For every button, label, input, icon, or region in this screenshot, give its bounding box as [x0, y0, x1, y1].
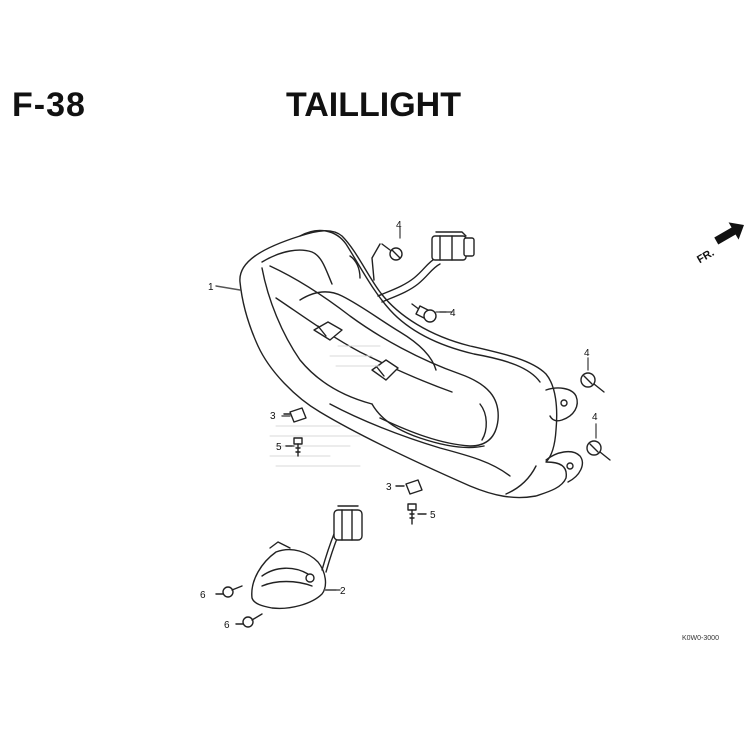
front-direction-arrow-icon	[714, 222, 744, 245]
license-light	[251, 505, 363, 610]
callout-5-left: 5	[276, 442, 282, 453]
bolt-5-lower	[407, 503, 427, 525]
callout-4-mid: 4	[450, 308, 456, 319]
bolt-5-left	[285, 437, 303, 457]
page-code: F-38	[12, 86, 86, 124]
callout-3-left: 3	[270, 411, 276, 422]
callout-4-right-lower: 4	[592, 412, 598, 423]
callout-4-top: 4	[396, 220, 402, 231]
taillight-assembly	[239, 229, 584, 499]
callout-6-lower: 6	[224, 620, 230, 631]
callout-6-upper: 6	[200, 590, 206, 601]
nut-3-left	[283, 407, 307, 423]
nut-3-lower	[395, 479, 423, 495]
screw-6-lower	[235, 613, 263, 628]
screw-6-upper	[215, 585, 243, 598]
screw-4-middle	[411, 303, 447, 323]
callout-5-lower: 5	[430, 510, 436, 521]
callout-2: 2	[340, 586, 346, 597]
callout-4-right-upper: 4	[584, 348, 590, 359]
screw-4-top	[381, 243, 403, 261]
diagram-code: K0W0-3000	[682, 635, 719, 642]
screw-4-right-lower	[586, 440, 611, 461]
callout-1: 1	[208, 282, 214, 293]
front-direction-label: FR.	[695, 247, 716, 266]
page-title: TAILLIGHT	[286, 86, 461, 124]
callout-3-lower: 3	[386, 482, 392, 493]
screw-4-right-upper	[580, 372, 605, 393]
